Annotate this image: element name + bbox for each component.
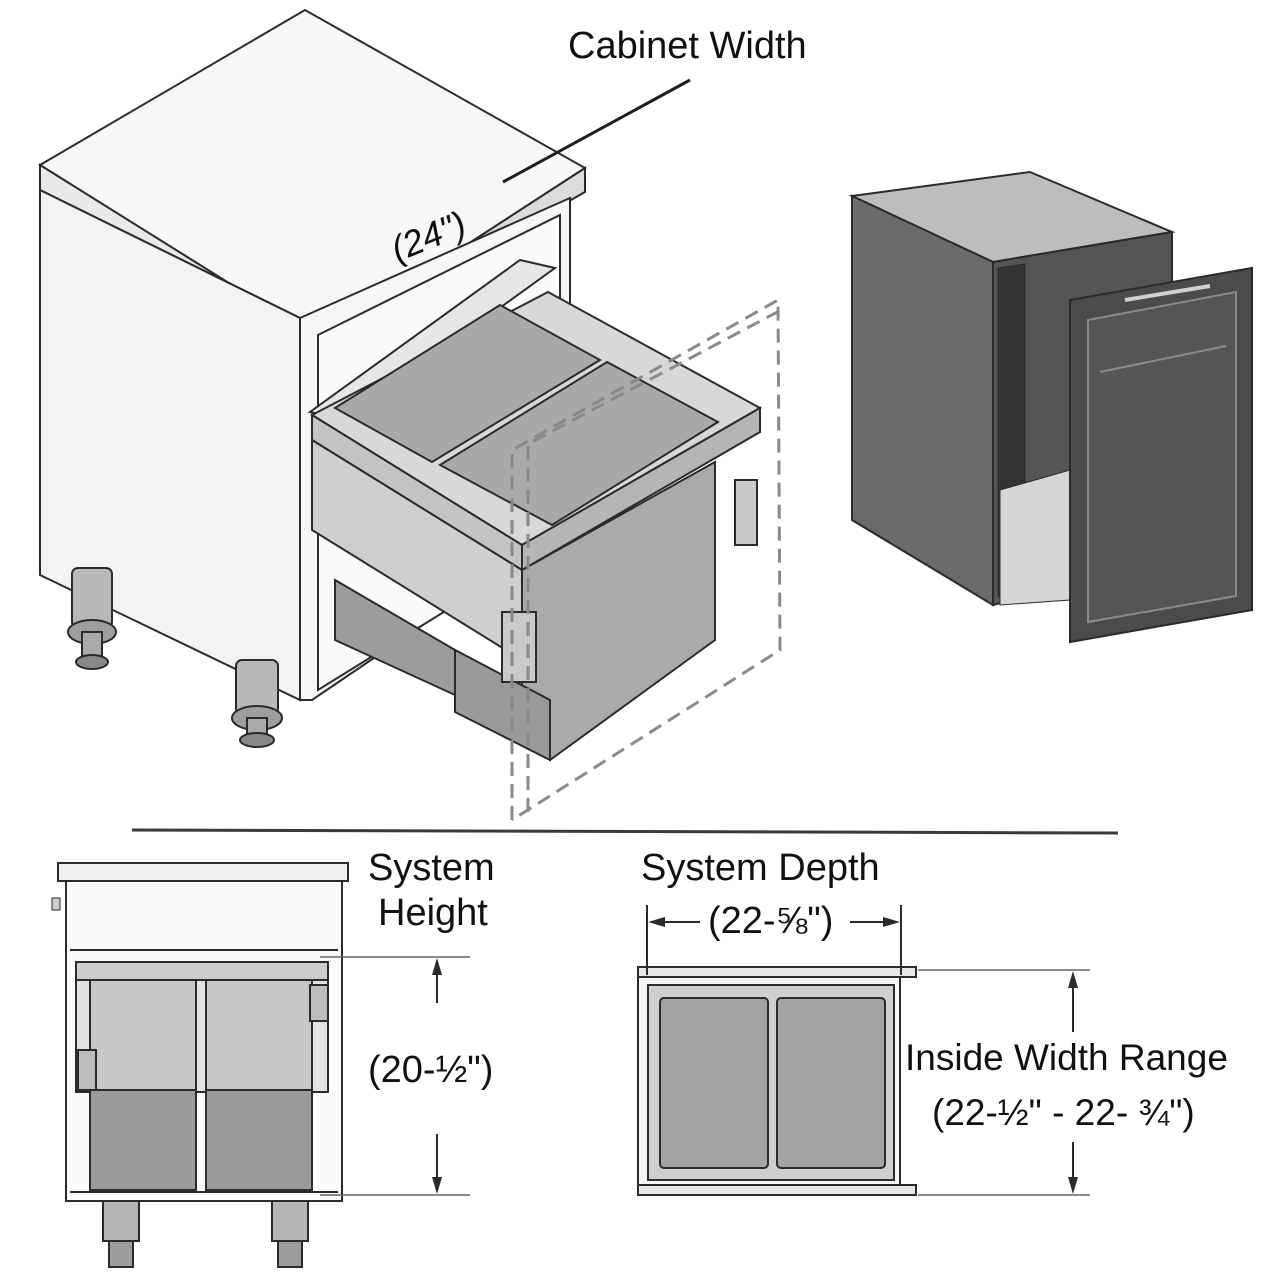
cabinet-width-leader-line bbox=[502, 78, 691, 184]
isometric-cabinet-with-pullout bbox=[38, 8, 786, 822]
system-height-label-line1: System bbox=[368, 847, 495, 889]
system-depth-label: System Depth bbox=[641, 847, 880, 889]
system-depth-dimension bbox=[646, 905, 902, 975]
section-divider bbox=[131, 828, 1119, 835]
system-height-label-line2: Height bbox=[378, 892, 488, 934]
door-dashed-edge bbox=[526, 306, 786, 812]
top-view-pullout bbox=[637, 966, 917, 1196]
front-view-cabinet bbox=[51, 862, 349, 1268]
inside-width-dimension bbox=[918, 969, 1090, 1196]
inside-width-range-value: (22-½" - 22- ¾") bbox=[932, 1092, 1195, 1133]
dark-cabinet-illustration bbox=[848, 170, 1253, 644]
system-height-value: (20-½") bbox=[368, 1049, 493, 1091]
cabinet-width-label: Cabinet Width bbox=[568, 25, 807, 67]
inside-width-range-label: Inside Width Range bbox=[905, 1037, 1228, 1078]
system-height-dimension bbox=[320, 956, 470, 1196]
system-depth-value: (22-⅝") bbox=[708, 900, 833, 942]
pullout-bins bbox=[309, 290, 763, 762]
door-dashed-outline bbox=[510, 297, 782, 822]
cabinet-legs bbox=[67, 567, 283, 748]
